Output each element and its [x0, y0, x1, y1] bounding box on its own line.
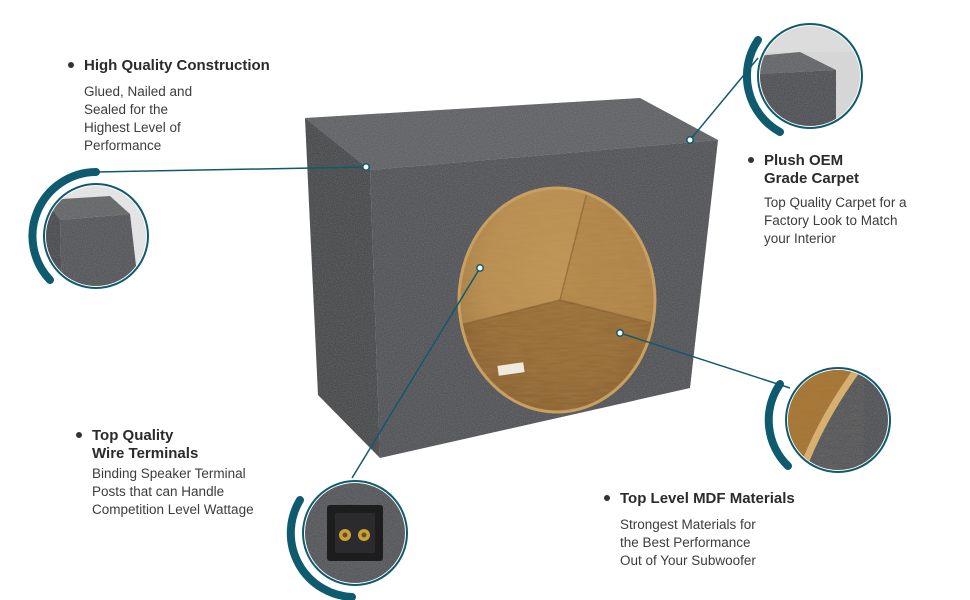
feature-desc-line: Highest Level of	[84, 120, 181, 135]
feature-mdf: Top Level MDF Materials Strongest Materi…	[602, 490, 795, 570]
feature-title-line: Top Level MDF Materials	[620, 490, 795, 507]
feature-desc-line: Out of Your Subwoofer	[620, 553, 756, 568]
callout-dot-carpet	[686, 136, 694, 144]
feature-title-line: Wire Terminals	[92, 445, 199, 462]
terminal-cup-detail-icon	[286, 480, 408, 600]
subwoofer-enclosure	[305, 98, 718, 458]
carpet-edge-detail-icon	[742, 23, 863, 136]
feature-title-line: Grade Carpet	[764, 170, 860, 187]
feature-desc-line: Competition Level Wattage	[92, 502, 254, 517]
feature-desc-line: Sealed for the	[84, 102, 169, 117]
feature-desc-line: Factory Look to Match	[764, 213, 898, 228]
feature-desc-line: your Interior	[764, 231, 837, 246]
feature-desc-line: Top Quality Carpet for a	[764, 195, 907, 210]
callout-dot-construction	[362, 163, 370, 171]
feature-title: Top Quality Wire Terminals	[74, 427, 254, 463]
feature-title: High Quality Construction	[66, 57, 270, 75]
callout-dot-terminals	[476, 264, 484, 272]
feature-description: Strongest Materials for the Best Perform…	[602, 516, 795, 570]
feature-title: Top Level MDF Materials	[602, 490, 795, 508]
feature-description: Glued, Nailed and Sealed for the Highest…	[66, 83, 270, 155]
feature-terminals: Top Quality Wire Terminals Binding Speak…	[74, 427, 254, 519]
feature-title-line: High Quality Construction	[84, 57, 270, 74]
feature-desc-line: Strongest Materials for	[620, 517, 756, 532]
feature-desc-line: Performance	[84, 138, 162, 153]
feature-description: Binding Speaker Terminal Posts that can …	[74, 465, 254, 519]
feature-description: Top Quality Carpet for a Factory Look to…	[746, 194, 907, 248]
carpet-corner-detail-icon	[28, 168, 149, 289]
callout-dot-mdf	[616, 329, 624, 337]
feature-title: Plush OEM Grade Carpet	[746, 152, 907, 188]
feature-carpet: Plush OEM Grade Carpet Top Quality Carpe…	[746, 152, 907, 248]
feature-title-line: Plush OEM	[764, 152, 844, 169]
feature-desc-line: Binding Speaker Terminal	[92, 466, 246, 481]
mdf-cutout-detail-icon	[764, 367, 891, 473]
feature-desc-line: Glued, Nailed and	[84, 84, 193, 99]
feature-desc-line: Posts that can Handle	[92, 484, 225, 499]
feature-title-line: Top Quality	[92, 427, 174, 444]
feature-desc-line: the Best Performance	[620, 535, 751, 550]
feature-construction: High Quality Construction Glued, Nailed …	[66, 57, 270, 155]
